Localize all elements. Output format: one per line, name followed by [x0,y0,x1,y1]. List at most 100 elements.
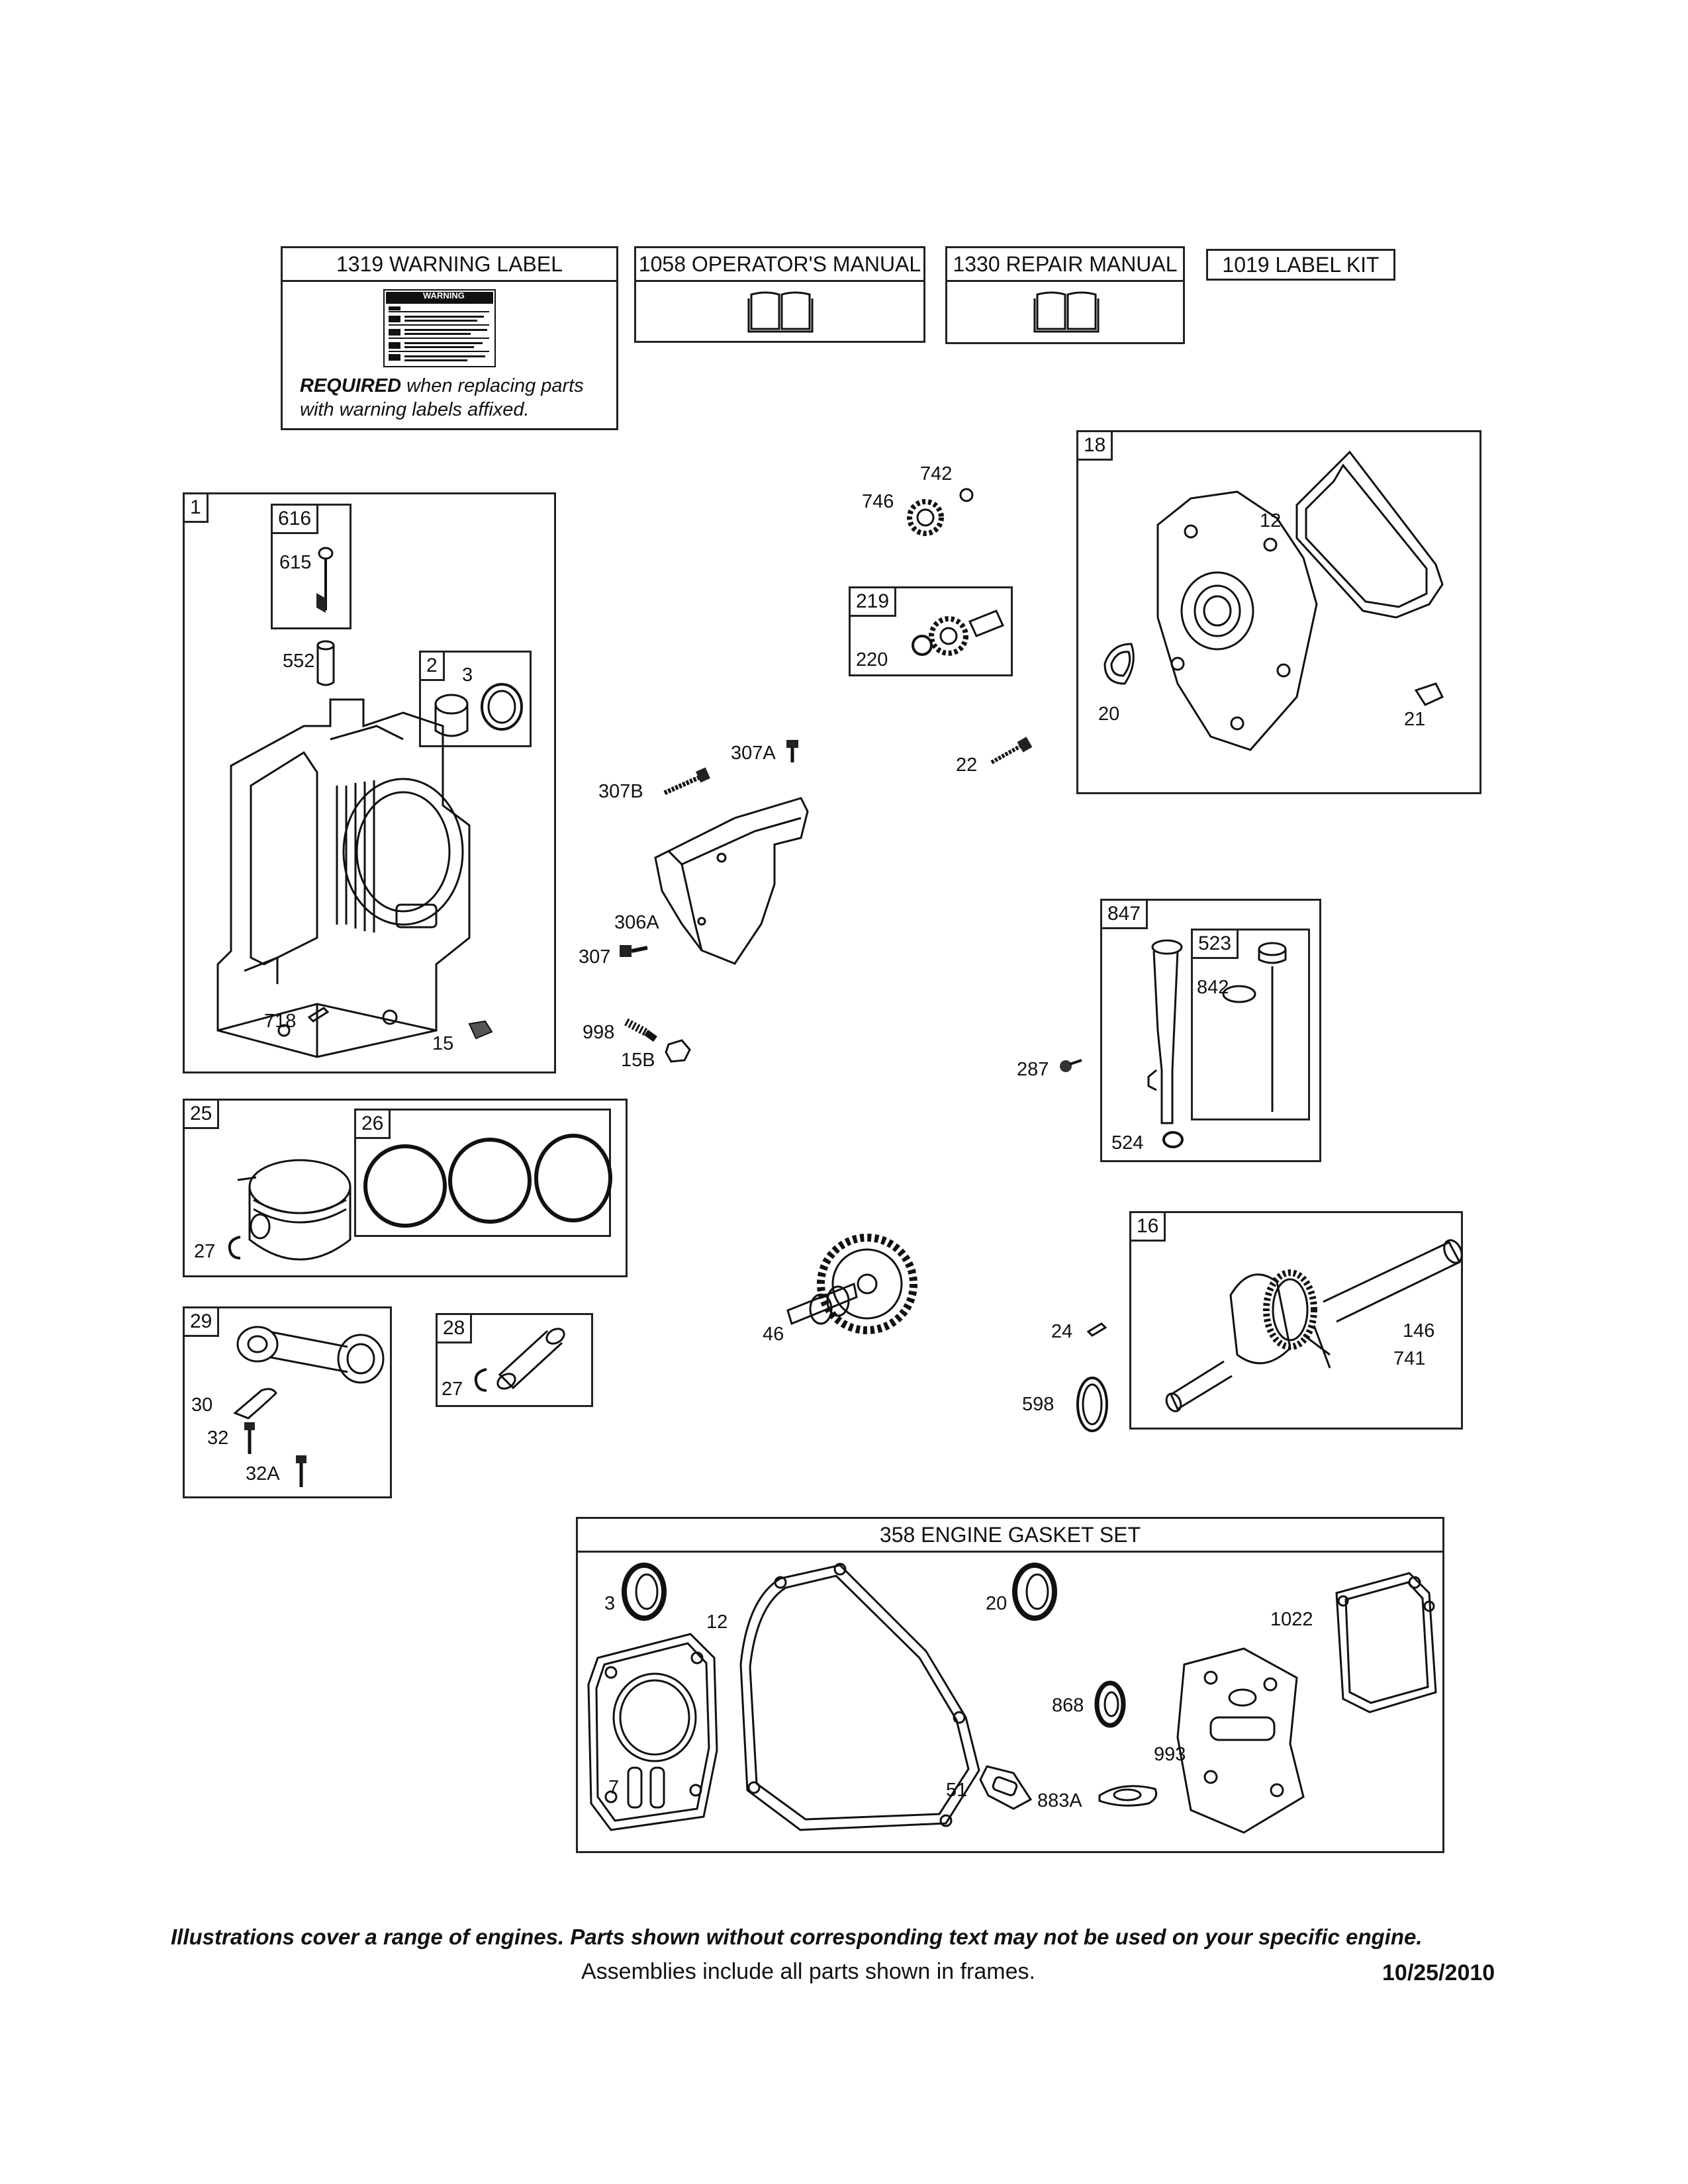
part-label: 220 [856,649,888,670]
part-label: 552 [283,651,315,672]
part-label: 22 [956,754,978,776]
book-icon [747,291,814,333]
warning-decal-badge: WARNING [423,291,465,300]
frame-tag: 26 [354,1109,391,1139]
gasket-set-title: ENGINE GASKET SET [921,1522,1141,1547]
part-label: 742 [920,463,953,484]
part-label: 27 [442,1379,463,1400]
label-kit-title: LABEL KIT [1275,252,1380,277]
required-text: REQUIRED [300,375,402,396]
frame-tag: 1 [183,492,209,523]
piston-drawing [237,1159,352,1261]
part-label: 7 [608,1777,620,1798]
part-label: 306A [614,912,659,933]
crankshaft-drawing [1165,1239,1463,1412]
engine-gasket-set-box: 358 ENGINE GASKET SET 3 7 12 20 [576,1517,1444,1853]
rod-cap-icon [233,1388,277,1420]
assemblies-note: Assemblies include all parts shown in fr… [581,1959,1035,1984]
piston-rings-icon [363,1134,612,1228]
frame-tag: 2 [419,651,445,681]
key-icon [1086,1322,1107,1337]
frame-tag: 29 [183,1306,220,1337]
revision-date: 10/25/2010 [1382,1960,1495,1985]
part-label: 46 [763,1324,784,1345]
part-label: 998 [583,1022,615,1043]
seal-icon [1094,1680,1126,1728]
part-label: 3 [604,1593,616,1614]
part-label: 24 [1051,1321,1073,1342]
frame-dipstick-tube: 847 523 842 524 [1100,899,1321,1162]
gear-icon [907,488,974,536]
frame-governor-gear: 219 220 [849,586,1013,676]
repair-manual-title: REPAIR MANUAL [1006,251,1178,276]
frame-piston-pin: 28 27 [436,1313,593,1407]
repair-manual-part: 1330 [953,251,1000,276]
crankcase-gasket-drawing [739,1563,980,1831]
drain-plug-icon [468,1020,493,1040]
crankcase-cover-drawing [1103,450,1444,751]
warning-note-line2: with warning labels affixed. [300,399,530,420]
warning-decal-icon [383,289,496,367]
rocker-cover-gasket-drawing [1335,1572,1437,1713]
part-label: 15 [432,1033,454,1054]
operators-manual-box: 1058 OPERATOR'S MANUAL [634,246,925,343]
frame-tag: 219 [849,586,897,617]
bolt-icon [663,767,710,796]
frame-piston-rings: 26 [354,1109,612,1237]
repair-manual-box: 1330 REPAIR MANUAL [945,246,1185,344]
part-label: 20 [1098,704,1120,725]
part-label: 746 [862,491,894,512]
frame-crankshaft: 16 146 741 [1129,1211,1463,1430]
frame-bearing: 2 3 [419,651,532,747]
part-label: 1022 [1270,1609,1313,1630]
part-label: 27 [194,1241,216,1262]
warning-note-rest: when replacing parts [401,375,584,396]
valve-cover-gasket-drawing [1176,1647,1305,1834]
retaining-ring-icon [228,1236,241,1259]
part-label: 30 [191,1394,213,1416]
part-label: 993 [1154,1744,1186,1765]
part-label: 21 [1404,709,1426,730]
oil-seal-icon [622,1563,667,1621]
dipstick-icon [1222,942,1287,1112]
part-label: 32A [246,1463,280,1484]
bolt-icon [990,737,1033,764]
frame-tag: 28 [436,1313,473,1343]
book-icon [1033,291,1100,333]
part-label: 287 [1017,1059,1049,1080]
frame-connecting-rod: 29 30 32 32A [183,1306,392,1498]
part-label: 868 [1052,1695,1084,1716]
screw-icon [1060,1059,1082,1072]
carburetor-gasket-icon [1098,1785,1158,1807]
warning-label-title: WARNING LABEL [389,251,563,276]
part-label: 12 [706,1612,728,1633]
part-label: 15B [621,1050,655,1071]
frame-tag: 847 [1100,899,1149,929]
warning-label-note: REQUIRED when replacing parts with warni… [300,374,584,422]
part-label: 883A [1037,1790,1082,1811]
disclaimer-text: Illustrations cover a range of engines. … [171,1925,1423,1949]
camshaft-drawing [786,1234,917,1334]
frame-cylinder-assembly: 1 616 615 552 2 3 [183,492,556,1073]
seal-icon [1162,1131,1184,1148]
part-label: 741 [1393,1348,1426,1369]
frame-piston-assembly: 25 26 27 [183,1099,628,1277]
frame-crankcase-cover: 18 12 20 21 [1076,430,1481,794]
part-label: 146 [1403,1320,1435,1342]
part-label: 20 [986,1593,1008,1614]
label-kit-part: 1019 [1222,252,1270,277]
frame-dipstick: 523 842 [1191,929,1310,1120]
bolt-icon [786,740,798,762]
frame-tag: 25 [183,1099,220,1129]
bolt-icon [620,945,648,957]
cylinder-block-drawing [216,698,471,1058]
frame-tag: 18 [1076,430,1113,461]
washer-icon [1076,1377,1108,1432]
bushing-icon [434,683,523,737]
warning-label-box: 1319 WARNING LABEL WARNING REQUIRED when… [281,246,618,430]
frame-tag: 16 [1129,1211,1166,1242]
part-label: 307 [579,946,611,968]
governor-gear-icon [912,610,1005,656]
operators-manual-title: OPERATOR'S MANUAL [691,251,921,276]
frame-tag: 523 [1191,929,1239,959]
